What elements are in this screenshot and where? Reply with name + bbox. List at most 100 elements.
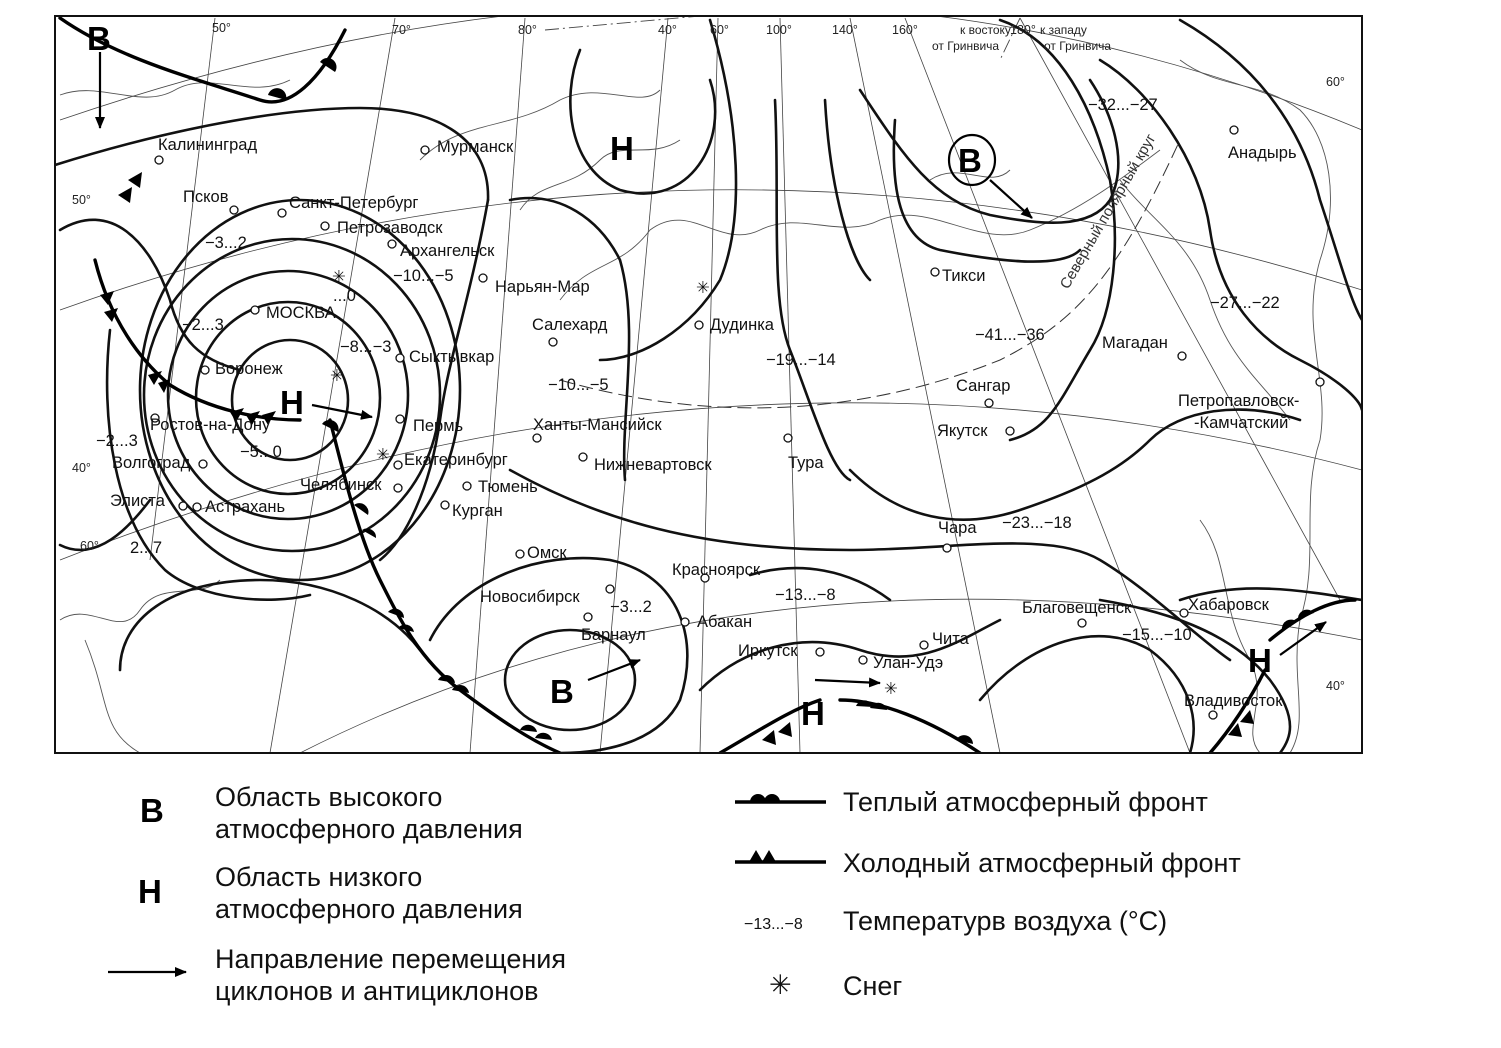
- legend-high-label: Область высокого: [215, 782, 442, 812]
- svg-text:−41...−36: −41...−36: [975, 326, 1045, 344]
- legend-low-symbol: Н: [138, 873, 162, 910]
- legend-cold-front-label: Холодный атмосферный фронт: [843, 848, 1241, 878]
- city-label: Барнаул: [581, 626, 646, 644]
- city-label: Челябинск: [300, 476, 382, 494]
- svg-text:80°: 80°: [518, 23, 537, 37]
- city-label: Дудинка: [710, 316, 775, 334]
- legend-snow-icon: ✳: [769, 970, 792, 1000]
- city-label: Воронеж: [215, 360, 283, 378]
- city-label: Тикси: [942, 267, 985, 285]
- svg-text:160°: 160°: [892, 23, 918, 37]
- city-label: Тюмень: [478, 478, 538, 496]
- city-label: Псков: [183, 188, 229, 206]
- anticyclone-circle: [947, 133, 997, 187]
- high-pressure-symbol: В: [87, 20, 111, 57]
- svg-text:−3...2: −3...2: [610, 598, 652, 616]
- city-label: Тура: [788, 454, 824, 472]
- svg-text:40°: 40°: [658, 23, 677, 37]
- city-label: Екатеринбург: [404, 451, 508, 469]
- svg-text:50°: 50°: [72, 193, 91, 207]
- snow-icon: ✳: [332, 268, 346, 286]
- svg-text:60°: 60°: [710, 23, 729, 37]
- snow-icon: ✳: [330, 367, 344, 385]
- degree-labels: 50° 70° 80° 40° 60° 100° 140° 160° 180° …: [72, 21, 1345, 693]
- low-pressure-symbol: Н: [280, 384, 304, 421]
- movement-arrows: [95, 52, 1327, 688]
- svg-text:−8...−3: −8...−3: [340, 338, 391, 356]
- city-label: Красноярск: [672, 561, 761, 579]
- map-frame: [54, 15, 1363, 754]
- low-pressure-symbol: Н: [1248, 642, 1272, 679]
- city-label: Волгоград: [112, 454, 191, 472]
- svg-text:−3...2: −3...2: [205, 234, 247, 252]
- svg-text:60°: 60°: [1326, 75, 1345, 89]
- city-label: Нарьян-Мар: [495, 278, 590, 296]
- city-label: Сангар: [956, 377, 1010, 395]
- city-label: Чара: [938, 519, 977, 537]
- city-label: Магадан: [1102, 334, 1168, 352]
- high-pressure-symbol: В: [550, 673, 574, 710]
- city-label: Архангельск: [400, 242, 495, 260]
- legend-high-symbol: В: [140, 792, 164, 829]
- svg-text:−10...−5: −10...−5: [393, 267, 454, 285]
- arctic-circle-line: [559, 139, 1181, 409]
- city-label: Владивосток: [1184, 692, 1283, 710]
- svg-text:−23...−18: −23...−18: [1002, 514, 1072, 532]
- svg-text:40°: 40°: [1326, 679, 1345, 693]
- svg-text:к западу: к западу: [1040, 23, 1087, 37]
- cities: Калининград Мурманск Псков Санкт-Петербу…: [110, 125, 1325, 720]
- snow-icon: ✳: [884, 680, 898, 698]
- legend-temp-label: Температурв воздуха (°С): [843, 906, 1167, 936]
- city-label: Омск: [527, 544, 567, 562]
- city-label: Анадырь: [1228, 144, 1297, 162]
- svg-text:−2...3: −2...3: [96, 432, 138, 450]
- city-label: -Камчатский: [1194, 414, 1288, 432]
- low-pressure-symbol: Н: [801, 695, 825, 732]
- legend-temp-sample: −13...−8: [744, 916, 803, 933]
- legend-move-label: циклонов и антициклонов: [215, 976, 538, 1006]
- city-label: Калининград: [158, 136, 257, 154]
- svg-text:2...7: 2...7: [130, 539, 162, 557]
- svg-text:−32...−27: −32...−27: [1088, 96, 1158, 114]
- svg-text:100°: 100°: [766, 23, 792, 37]
- city-label: Якутск: [937, 422, 988, 440]
- svg-text:60°: 60°: [80, 539, 99, 553]
- pressure-centers: В В В Н Н Н Н: [87, 20, 1272, 732]
- city-label: Иркутск: [738, 642, 798, 660]
- legend-high-label: атмосферного давления: [215, 814, 523, 844]
- svg-text:−27...−22: −27...−22: [1210, 294, 1280, 312]
- city-label: Сыктывкар: [409, 348, 494, 366]
- snow-icon: ✳: [696, 279, 710, 297]
- legend-low-label: атмосферного давления: [215, 894, 523, 924]
- city-label: Петрозаводск: [337, 219, 443, 237]
- snow-marks: ✳ ✳ ✳ ✳ ✳: [330, 268, 898, 698]
- svg-text:к востоку: к востоку: [960, 23, 1011, 37]
- city-label: Нижневартовск: [594, 456, 712, 474]
- svg-text:40°: 40°: [72, 461, 91, 475]
- svg-text:от Гринвича: от Гринвича: [1044, 39, 1111, 53]
- city-label: Мурманск: [437, 138, 514, 156]
- city-label: Петропавловск-: [1178, 392, 1299, 410]
- city-label: Ростов-на-Дону: [150, 416, 271, 434]
- svg-text:−5...0: −5...0: [240, 443, 282, 461]
- legend-low-label: Область низкого: [215, 862, 422, 892]
- low-pressure-symbol: Н: [610, 130, 634, 167]
- city-label: Пермь: [413, 417, 463, 435]
- city-label: Новосибирск: [480, 588, 580, 606]
- fronts: [58, 16, 1357, 753]
- city-label: Благовещенск: [1022, 599, 1132, 617]
- svg-text:−15...−10: −15...−10: [1122, 626, 1192, 644]
- coastlines: [59, 59, 1331, 753]
- svg-text:50°: 50°: [212, 21, 231, 35]
- city-label: Курган: [452, 502, 503, 520]
- svg-text:140°: 140°: [832, 23, 858, 37]
- svg-text:−19...−14: −19...−14: [766, 351, 836, 369]
- high-pressure-symbol: В: [958, 142, 982, 179]
- city-label: Абакан: [697, 613, 752, 631]
- snow-icon: ✳: [376, 446, 390, 464]
- legend-snow-label: Снег: [843, 971, 902, 1001]
- svg-text:−13...−8: −13...−8: [775, 586, 836, 604]
- svg-text:70°: 70°: [392, 23, 411, 37]
- city-label: Астрахань: [205, 498, 285, 516]
- city-label: Улан-Удэ: [873, 654, 943, 672]
